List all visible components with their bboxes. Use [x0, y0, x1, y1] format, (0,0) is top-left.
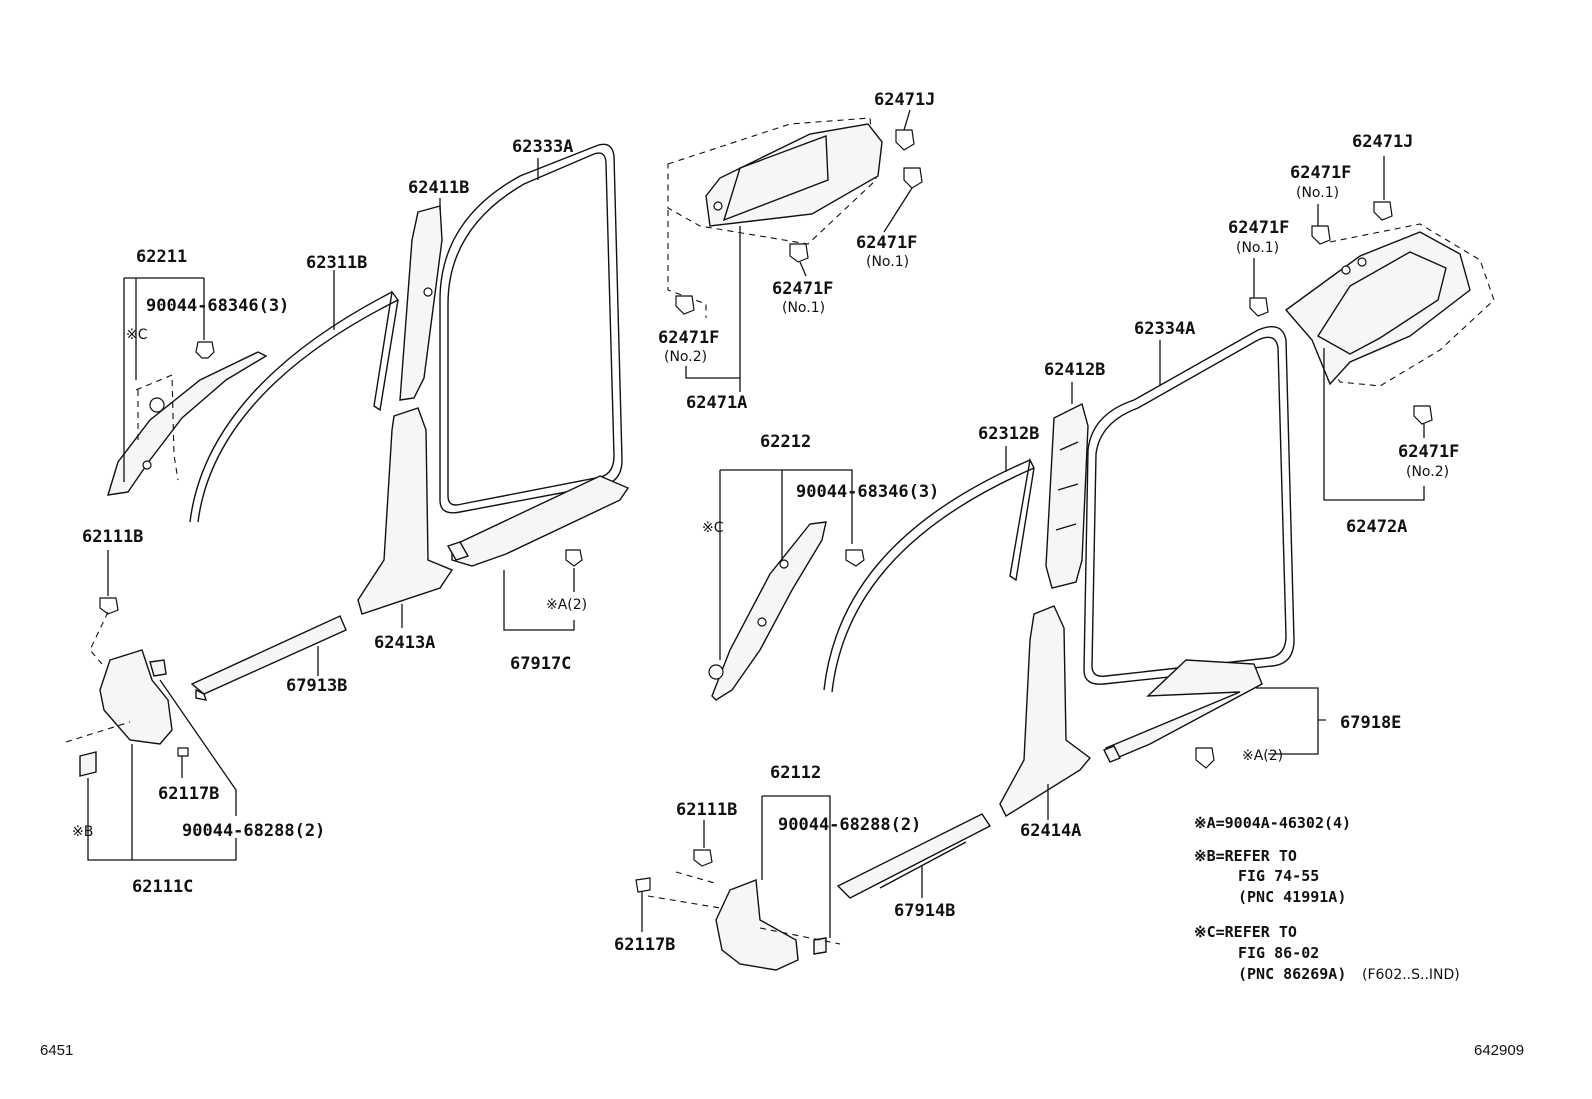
label-62211: 62211 [136, 247, 187, 267]
pad-b-left [79, 751, 97, 777]
label-c-right: ※C [702, 520, 724, 536]
clip-a-left [565, 549, 583, 567]
part-62411B-pillar-upper [399, 205, 443, 401]
label-62471A: 62471A [686, 393, 747, 413]
label-62117B-right: 62117B [614, 935, 675, 955]
note-b-line1: ※B=REFER TO [1194, 847, 1297, 865]
clip-62471F-mid [789, 243, 809, 263]
part-67913B-sill [190, 615, 347, 701]
part-62334A-door-trim [1083, 326, 1295, 685]
clip-62117B-right [635, 877, 651, 893]
label-62111C: 62111C [132, 877, 193, 897]
note-a: ※A=9004A-46302(4) [1194, 814, 1351, 832]
part-62414A-pillar-lower [999, 605, 1092, 817]
clip-62471F-r3 [1413, 405, 1433, 425]
label-62411B: 62411B [408, 178, 469, 198]
label-no1-top: (No.1) [866, 254, 909, 270]
label-62334A: 62334A [1134, 319, 1195, 339]
label-62112: 62112 [770, 763, 821, 783]
label-c-left: ※C [126, 327, 148, 343]
clip-62471J-top [895, 129, 915, 151]
label-67918E: 67918E [1340, 713, 1401, 733]
label-90044-68346-right: 90044-68346(3) [796, 482, 939, 502]
label-62471F-r3: 62471F [1398, 442, 1459, 462]
label-62117B-left: 62117B [158, 784, 219, 804]
note-c-line1: ※C=REFER TO [1194, 923, 1297, 941]
clip-90044-68346-right [845, 549, 865, 567]
part-62112-cowl [715, 879, 827, 971]
part-67918E-scuff [1103, 659, 1263, 763]
label-67914B: 67914B [894, 901, 955, 921]
label-62471J-top: 62471J [874, 90, 935, 110]
note-b-line3: (PNC 41991A) [1238, 888, 1346, 906]
label-62333A: 62333A [512, 137, 573, 157]
clip-a-right [1195, 747, 1215, 769]
part-62311B-weatherstrip [189, 290, 399, 523]
label-no2-r3: (No.2) [1406, 464, 1449, 480]
label-b-left: ※B [72, 824, 93, 840]
clip-62471F-left-top [675, 295, 695, 315]
clip-62117B-left [177, 747, 189, 757]
label-a2-right: ※A(2) [1242, 748, 1283, 764]
clip-62471F-top [903, 167, 923, 189]
note-c-line2: FIG 86-02 [1238, 944, 1319, 962]
part-62111C-cowl [99, 649, 173, 745]
leader-lines [65, 109, 1425, 945]
label-62111B-left: 62111B [82, 527, 143, 547]
clip-62471F-r1 [1311, 225, 1331, 245]
label-62212: 62212 [760, 432, 811, 452]
part-62211-garnish [107, 351, 268, 496]
label-62471F-mid: 62471F [772, 279, 833, 299]
label-67913B: 67913B [286, 676, 347, 696]
label-90044-68288-left: 90044-68288(2) [182, 821, 325, 841]
label-62111B-right: 62111B [676, 800, 737, 820]
label-62312B: 62312B [978, 424, 1039, 444]
label-67917C: 67917C [510, 654, 571, 674]
notes-block: ※A=9004A-46302(4) ※B=REFER TO FIG 74-55 … [1194, 814, 1460, 983]
note-b-line2: FIG 74-55 [1238, 867, 1319, 885]
clip-90044-68346-left [195, 341, 215, 359]
footer-left-code: 6451 [40, 1042, 73, 1059]
label-62412B: 62412B [1044, 360, 1105, 380]
label-62471F-top: 62471F [856, 233, 917, 253]
label-62472A: 62472A [1346, 517, 1407, 537]
label-62471F-left: 62471F [658, 328, 719, 348]
part-62472A-quarter-trim [1284, 223, 1495, 387]
label-62471J-right: 62471J [1352, 132, 1413, 152]
part-62212-garnish [708, 521, 827, 701]
part-67917C-scuff [446, 475, 630, 567]
label-62471F-r2: 62471F [1228, 218, 1289, 238]
label-62413A: 62413A [374, 633, 435, 653]
label-no1-r1: (No.1) [1296, 185, 1339, 201]
part-67914B-sill [836, 813, 992, 899]
clip-62111B-left [99, 597, 119, 615]
part-62412B-pillar-upper [1045, 402, 1089, 589]
label-no2-left: (No.2) [664, 349, 707, 365]
part-62413A-pillar-lower [357, 407, 454, 615]
note-c-line3-suffix: (F602..S..IND) [1362, 967, 1460, 983]
label-no1-r2: (No.1) [1236, 240, 1279, 256]
note-c-line3: (PNC 86269A) [1238, 965, 1346, 983]
clip-62471F-r2 [1249, 297, 1269, 317]
part-62312B-weatherstrip [823, 457, 1035, 693]
label-62471F-r1: 62471F [1290, 163, 1351, 183]
label-no1-mid: (No.1) [782, 300, 825, 316]
part-62333A-door-trim [439, 143, 623, 514]
clip-62471J-right [1373, 201, 1393, 221]
footer-right-code: 642909 [1474, 1042, 1524, 1059]
clip-62111B-right [693, 849, 713, 867]
label-90044-68346-left: 90044-68346(3) [146, 296, 289, 316]
label-62414A: 62414A [1020, 821, 1081, 841]
label-62311B: 62311B [306, 253, 367, 273]
label-90044-68288-right: 90044-68288(2) [778, 815, 921, 835]
label-a2-left: ※A(2) [546, 597, 587, 613]
